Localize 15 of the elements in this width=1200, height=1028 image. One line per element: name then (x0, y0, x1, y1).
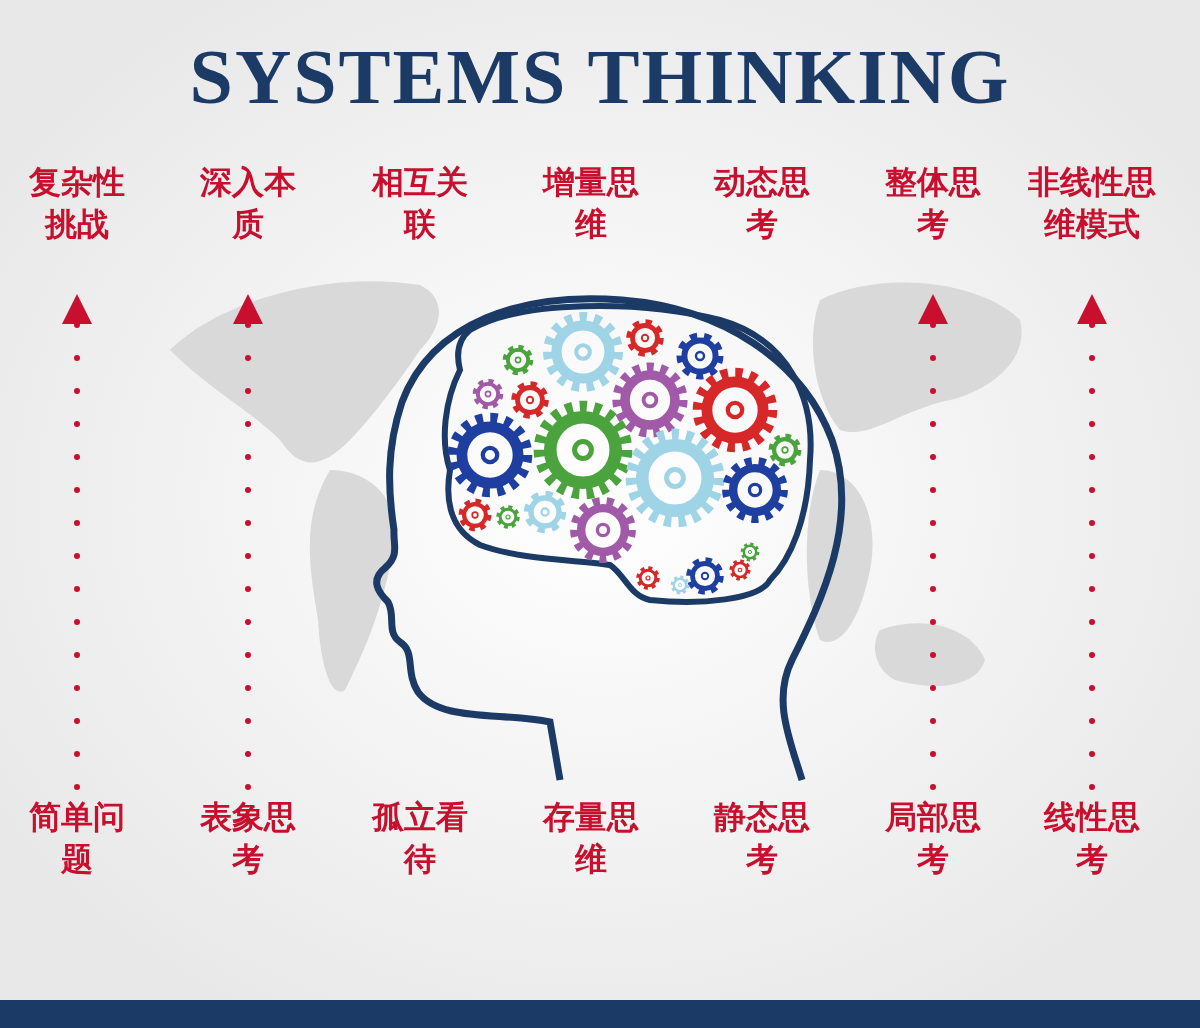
concept-label: 增量思维 (541, 163, 640, 244)
concept-label: 存量思维 (541, 798, 640, 879)
concept-label: 孤立看待 (370, 798, 469, 879)
concept-label: 简单问题 (28, 798, 126, 879)
concept-label: 复杂性挑战 (28, 163, 126, 244)
title: SYSTEMS THINKING (188, 38, 1012, 116)
concept-label: 局部思考 (884, 798, 982, 879)
concept-label: 表象思考 (199, 798, 297, 879)
concept-label: 相互关联 (370, 163, 469, 244)
concept-label: 线性思考 (1042, 798, 1141, 879)
concept-label: 整体思考 (884, 163, 982, 244)
concept-label: 深入本质 (199, 163, 297, 244)
concept-label: 静态思考 (712, 798, 811, 879)
concept-label: 动态思考 (712, 163, 811, 244)
concept-label: 非线性思维模式 (1027, 163, 1157, 244)
